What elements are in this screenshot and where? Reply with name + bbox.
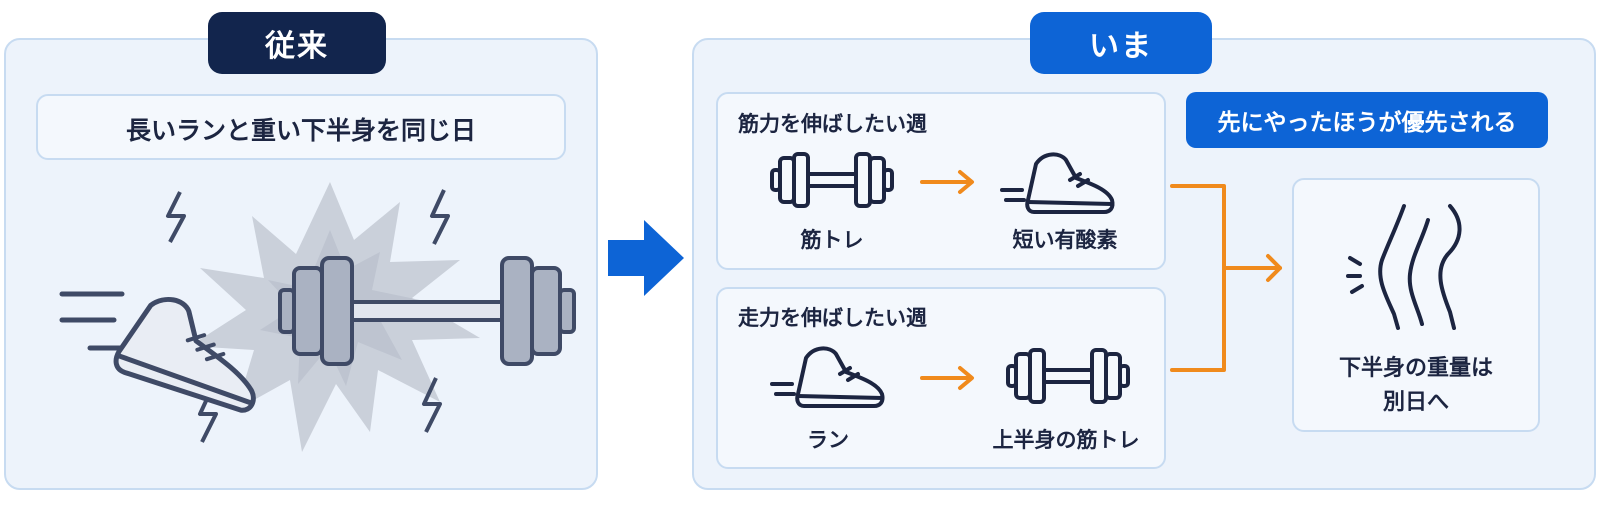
merge-connector: [1170, 184, 1282, 372]
running-week-second-label: 上半身の筋トレ: [992, 428, 1140, 452]
result-line1: 下半身の重量は: [1338, 356, 1493, 381]
shoe-icon: [1000, 152, 1115, 214]
dumbbell-icon: [278, 256, 576, 366]
lightning-icon: [430, 189, 450, 245]
before-caption: 長いランと重い下半身を同じ日: [125, 116, 476, 145]
before-badge: 従来: [208, 12, 386, 74]
clash-illustration: [59, 182, 576, 452]
strength-week-box: [716, 92, 1166, 270]
lightning-icon: [166, 191, 186, 243]
running-week-first-label: ラン: [807, 428, 849, 452]
transition-arrow-icon: [608, 220, 684, 296]
result-line2: 別日へ: [1382, 390, 1449, 415]
strength-week-first-label: 筋トレ: [800, 228, 864, 252]
lightning-icon: [422, 377, 442, 433]
dumbbell-icon: [1006, 348, 1130, 404]
arrow-right-icon: [920, 170, 974, 194]
arrow-right-icon: [920, 366, 974, 390]
strength-week-second-label: 短い有酸素: [1012, 228, 1118, 252]
before-caption-box: [36, 94, 566, 160]
legs-icon: [1346, 204, 1462, 330]
dumbbell-icon: [770, 152, 894, 208]
speed-lines: [59, 291, 137, 351]
shoe-icon: [770, 346, 885, 408]
running-week-title: 走力を伸ばしたい週: [738, 306, 927, 330]
after-badge: いま: [1030, 12, 1212, 74]
priority-note: 先にやったほうが優先される: [1186, 92, 1548, 148]
shoe-icon: [113, 296, 256, 413]
strength-week-title: 筋力を伸ばしたい週: [738, 112, 927, 136]
